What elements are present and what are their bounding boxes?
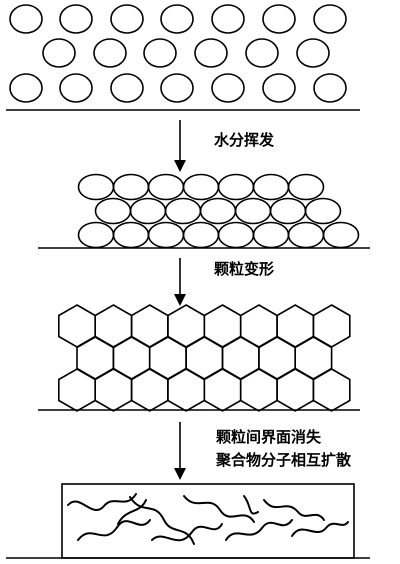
particle [160,4,194,34]
polymer-chain [263,499,325,521]
particle [217,173,255,201]
particle [287,221,325,249]
particle [59,73,93,103]
particle [9,73,43,103]
step-label-interface-disappear: 颗粒间界面消失 [216,428,322,446]
stage-continuous-film [61,483,355,559]
stage-dispersed-particles [9,4,347,103]
particle [143,38,177,68]
particle [217,221,255,249]
step-label-particle-deformation: 颗粒变形 [214,260,275,278]
particle [59,4,93,34]
particle [194,38,228,68]
particle [296,38,330,68]
particle [262,73,296,103]
polymer-chain [183,495,255,523]
particle [129,197,167,225]
particle [77,221,115,249]
particle [182,173,220,201]
particle [304,197,342,225]
particle [245,38,279,68]
particle [9,4,43,34]
particle [110,4,144,34]
polymer-chain [243,495,259,515]
particle [322,221,360,249]
particle [269,197,307,225]
particle [252,173,290,201]
particle [147,221,185,249]
particle [234,197,272,225]
particle [199,197,237,225]
particle [287,173,325,201]
polymer-chain [67,493,137,512]
particle [313,73,347,103]
polymer-chain [117,499,147,525]
stage-close-packed-particles [77,173,360,249]
particle [93,38,127,68]
particle [182,221,220,249]
stage-deformed-particles [57,304,351,412]
hexagon-particle [312,368,351,412]
film-box [61,483,355,559]
particle [211,73,245,103]
step-label-polymer-diffusion: 聚合物分子相互扩散 [216,451,352,469]
particle [313,4,347,34]
step-label-water-evaporation: 水分挥发 [214,131,275,149]
particle [112,173,150,201]
polymer-chain [77,519,151,541]
down-arrow-icon [174,258,186,306]
polymer-chain [291,521,349,537]
down-arrow-icon [174,422,186,480]
particle [112,221,150,249]
particle [160,73,194,103]
particle [77,173,115,201]
polymer-chains [67,493,349,545]
particle [42,38,76,68]
particle [94,197,132,225]
particle [147,173,185,201]
particle [252,221,290,249]
particle [110,73,144,103]
polymer-chain [225,519,293,541]
particle [211,4,245,34]
polymer-chain [129,496,195,545]
particle [262,4,296,34]
polymer-chain [151,523,223,542]
down-arrow-icon [174,120,186,172]
particle [164,197,202,225]
